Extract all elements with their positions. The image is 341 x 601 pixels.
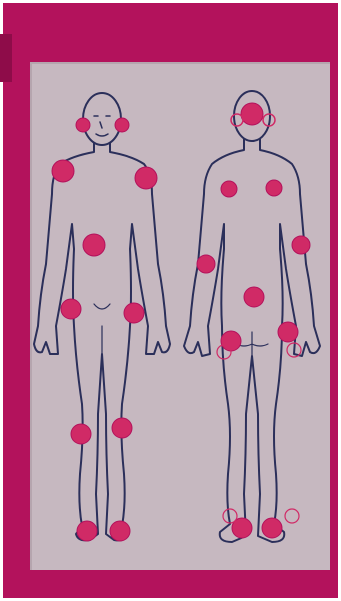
marker-front-left-hip [61,299,81,319]
marker-back-right-buttock [278,322,298,342]
front-head [83,93,121,145]
front-inner-lines [94,304,110,354]
marker-front-left-ear [76,118,90,132]
body-chart-panel [30,62,330,570]
marker-back-right-elbow [292,236,310,254]
marker-front-chest [83,234,105,256]
marker-back-right-heel-outline [285,509,299,523]
marker-back-left-ear [231,114,243,126]
marker-back-lower-back [244,287,264,307]
marker-front-right-ear [115,118,129,132]
front-figure [34,93,170,540]
marker-front-right-foot [110,521,130,541]
marker-back-left-elbow [197,255,215,273]
body-diagram [32,64,330,570]
marker-front-left-shoulder [52,160,74,182]
marker-back-left-scapula [221,181,237,197]
marker-back-right-heel [262,518,282,538]
marker-front-right-hip [124,303,144,323]
marker-back-right-scapula [266,180,282,196]
back-figure [184,91,320,542]
back-markers [197,103,310,538]
frame-tab [0,34,12,82]
front-markers [52,118,157,541]
marker-back-left-buttock [221,331,241,351]
marker-back-head [241,103,263,125]
marker-front-left-knee [71,424,91,444]
front-face [94,116,110,136]
marker-front-right-knee [112,418,132,438]
marker-front-right-shoulder [135,167,157,189]
marker-front-left-foot [77,521,97,541]
